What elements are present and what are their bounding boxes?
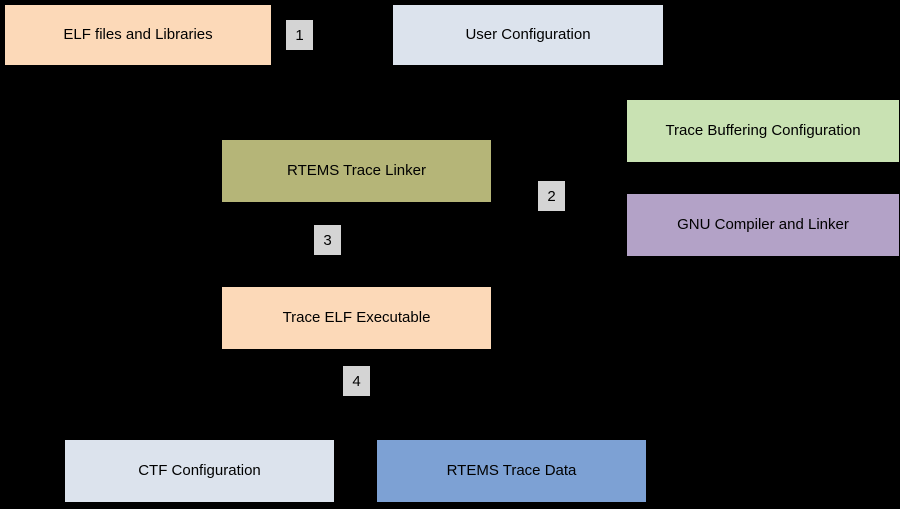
node-label-user-configuration: User Configuration (465, 26, 591, 43)
node-ctf-configuration: CTF Configuration (64, 439, 335, 503)
edge-label-step-1-text: 1 (295, 26, 304, 44)
node-user-configuration: User Configuration (392, 4, 664, 66)
edge-label-step-2-text: 2 (547, 187, 556, 205)
edge-label-step-4-text: 4 (352, 372, 361, 390)
node-label-rtems-trace-linker: RTEMS Trace Linker (287, 162, 426, 179)
node-rtems-trace-data: RTEMS Trace Data (376, 439, 647, 503)
node-label-trace-elf-executable: Trace ELF Executable (282, 309, 431, 326)
edge-label-step-4: 4 (343, 366, 370, 396)
node-label-elf-files-and-libraries: ELF files and Libraries (63, 26, 213, 43)
edge-label-step-3-text: 3 (323, 231, 332, 249)
node-trace-buffering-configuration: Trace Buffering Configuration (626, 99, 900, 163)
node-label-ctf-configuration: CTF Configuration (138, 462, 261, 479)
edge-label-step-2: 2 (538, 181, 565, 211)
node-label-rtems-trace-data: RTEMS Trace Data (446, 462, 577, 479)
edge-label-step-3: 3 (314, 225, 341, 255)
node-elf-files-and-libraries: ELF files and Libraries (4, 4, 272, 66)
node-trace-elf-executable: Trace ELF Executable (221, 286, 492, 350)
node-gnu-compiler-and-linker: GNU Compiler and Linker (626, 193, 900, 257)
node-label-trace-buffering-configuration: Trace Buffering Configuration (665, 122, 861, 139)
edge-label-step-1: 1 (286, 20, 313, 50)
node-label-gnu-compiler-and-linker: GNU Compiler and Linker (677, 216, 849, 233)
node-rtems-trace-linker: RTEMS Trace Linker (221, 139, 492, 203)
